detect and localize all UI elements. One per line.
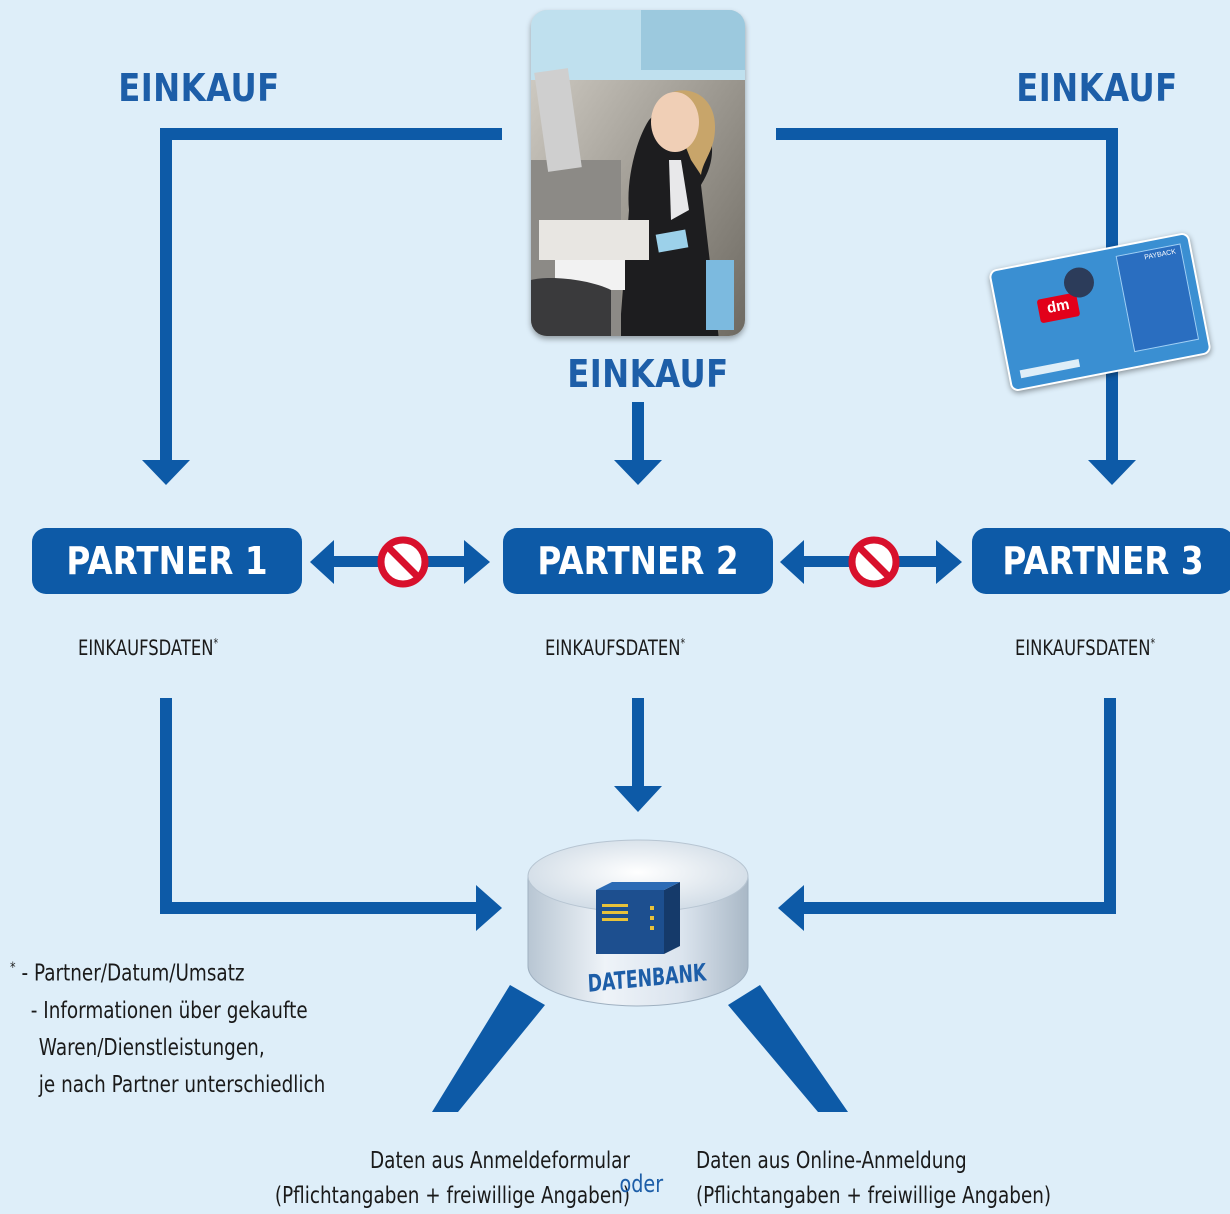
purchase-data-label-3: EINKAUFSDATEN*	[1015, 636, 1156, 660]
partner-3-label: PARTNER 3	[1002, 539, 1204, 583]
prohibited-icon	[848, 536, 900, 588]
purchase-data-label-1: EINKAUFSDATEN*	[78, 636, 219, 660]
form-data-line-1: Daten aus Anmeldeformular	[370, 1148, 630, 1174]
partner-1-box: PARTNER 1	[32, 528, 302, 594]
partner-3-box: PARTNER 3	[972, 528, 1230, 594]
footnote-line-1: * - Partner/Datum/Umsatz	[10, 960, 245, 987]
database-cylinder	[518, 836, 758, 1016]
purchase-heading-right: EINKAUF	[1016, 66, 1178, 110]
footnote-line-3: Waren/Dienstleistungen,	[38, 1034, 265, 1061]
purchase-heading-left: EINKAUF	[118, 66, 280, 110]
partner-2-box: PARTNER 2	[503, 528, 773, 594]
footnote: * - Partner/Datum/Umsatz - Informationen…	[10, 950, 325, 1104]
footnote-line-4: je nach Partner unterschiedlich	[38, 1071, 326, 1098]
partner-2-label: PARTNER 2	[537, 539, 739, 583]
footnote-line-2: - Informationen über gekaufte	[30, 997, 308, 1024]
online-data-line-1: Daten aus Online-Anmeldung	[696, 1148, 967, 1174]
checkout-photo	[531, 10, 745, 336]
form-data-source: Daten aus Anmeldeformular (Pflichtangabe…	[246, 1144, 630, 1214]
purchase-heading-center: EINKAUF	[567, 352, 729, 396]
partner-1-label: PARTNER 1	[66, 539, 268, 583]
prohibited-icon	[377, 536, 429, 588]
online-data-line-2: (Pflichtangaben + freiwillige Angaben)	[696, 1183, 1052, 1209]
form-data-line-2: (Pflichtangaben + freiwillige Angaben)	[274, 1183, 630, 1209]
or-label: oder	[619, 1170, 664, 1198]
purchase-data-label-2: EINKAUFSDATEN*	[545, 636, 686, 660]
online-data-source: Daten aus Online-Anmeldung (Pflichtangab…	[696, 1144, 1051, 1214]
